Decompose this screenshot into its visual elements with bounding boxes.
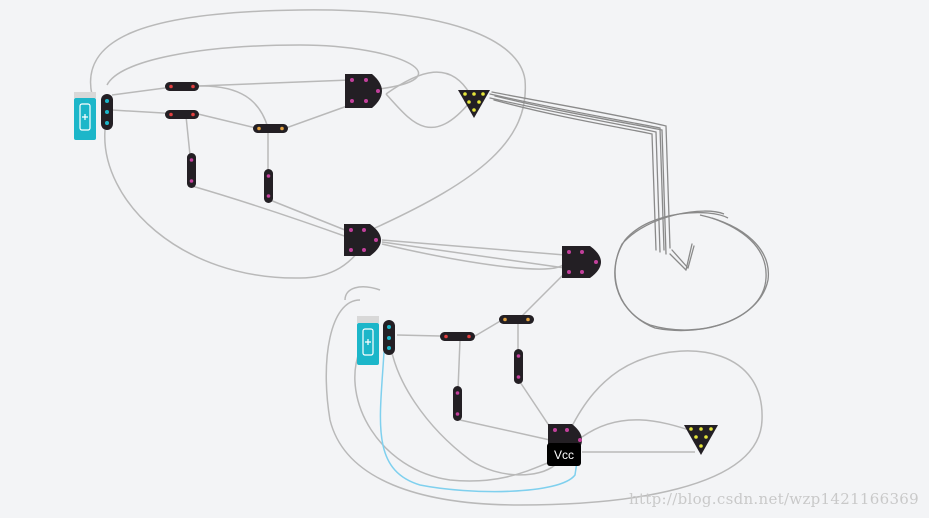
resistor-4[interactable] xyxy=(440,332,475,341)
wire xyxy=(185,115,191,156)
hand-drawn-circle xyxy=(614,210,769,332)
wire xyxy=(581,419,696,438)
resistor-2[interactable] xyxy=(165,110,199,119)
logic-gate-2[interactable] xyxy=(344,224,381,256)
wire xyxy=(89,9,527,229)
wires xyxy=(89,9,763,506)
wire xyxy=(474,319,503,337)
resistor-3[interactable] xyxy=(253,124,288,133)
wire xyxy=(285,104,351,129)
wire xyxy=(396,334,441,337)
wire xyxy=(381,243,566,270)
highlighted-wire[interactable] xyxy=(379,351,579,493)
wire xyxy=(385,93,471,129)
battery-2[interactable] xyxy=(357,316,379,365)
vcc-tooltip: Vcc xyxy=(547,443,581,466)
battery-1-connector[interactable] xyxy=(101,94,113,130)
logic-gate-1[interactable] xyxy=(345,74,382,108)
resistor-5[interactable] xyxy=(499,315,534,324)
switch-3[interactable] xyxy=(514,349,523,384)
hand-drawn-arrow xyxy=(489,91,695,271)
resistor-1[interactable] xyxy=(165,82,199,91)
watermark: http://blog.csdn.net/wzp1421166369 xyxy=(628,490,919,508)
wire xyxy=(354,349,551,482)
switch-1[interactable] xyxy=(187,153,196,188)
wire xyxy=(459,419,551,441)
wire xyxy=(385,71,471,95)
wire xyxy=(197,79,351,87)
battery-1[interactable] xyxy=(74,92,96,140)
wire xyxy=(381,241,566,269)
logic-gate-3[interactable] xyxy=(562,246,601,278)
wire xyxy=(197,113,257,129)
switch-4[interactable] xyxy=(453,386,462,421)
led-triangle-1[interactable] xyxy=(458,90,490,118)
battery-2-connector[interactable] xyxy=(383,320,395,355)
wire xyxy=(388,329,556,476)
wire xyxy=(344,286,381,301)
wire xyxy=(517,271,567,321)
led-triangle-2[interactable] xyxy=(684,425,718,455)
wire xyxy=(457,339,461,391)
wire xyxy=(325,299,763,506)
wire xyxy=(519,381,553,431)
wire xyxy=(381,239,566,256)
wire xyxy=(269,199,351,233)
wire xyxy=(104,129,361,279)
wire xyxy=(191,185,351,239)
wire xyxy=(197,85,269,129)
switch-2[interactable] xyxy=(264,169,273,203)
